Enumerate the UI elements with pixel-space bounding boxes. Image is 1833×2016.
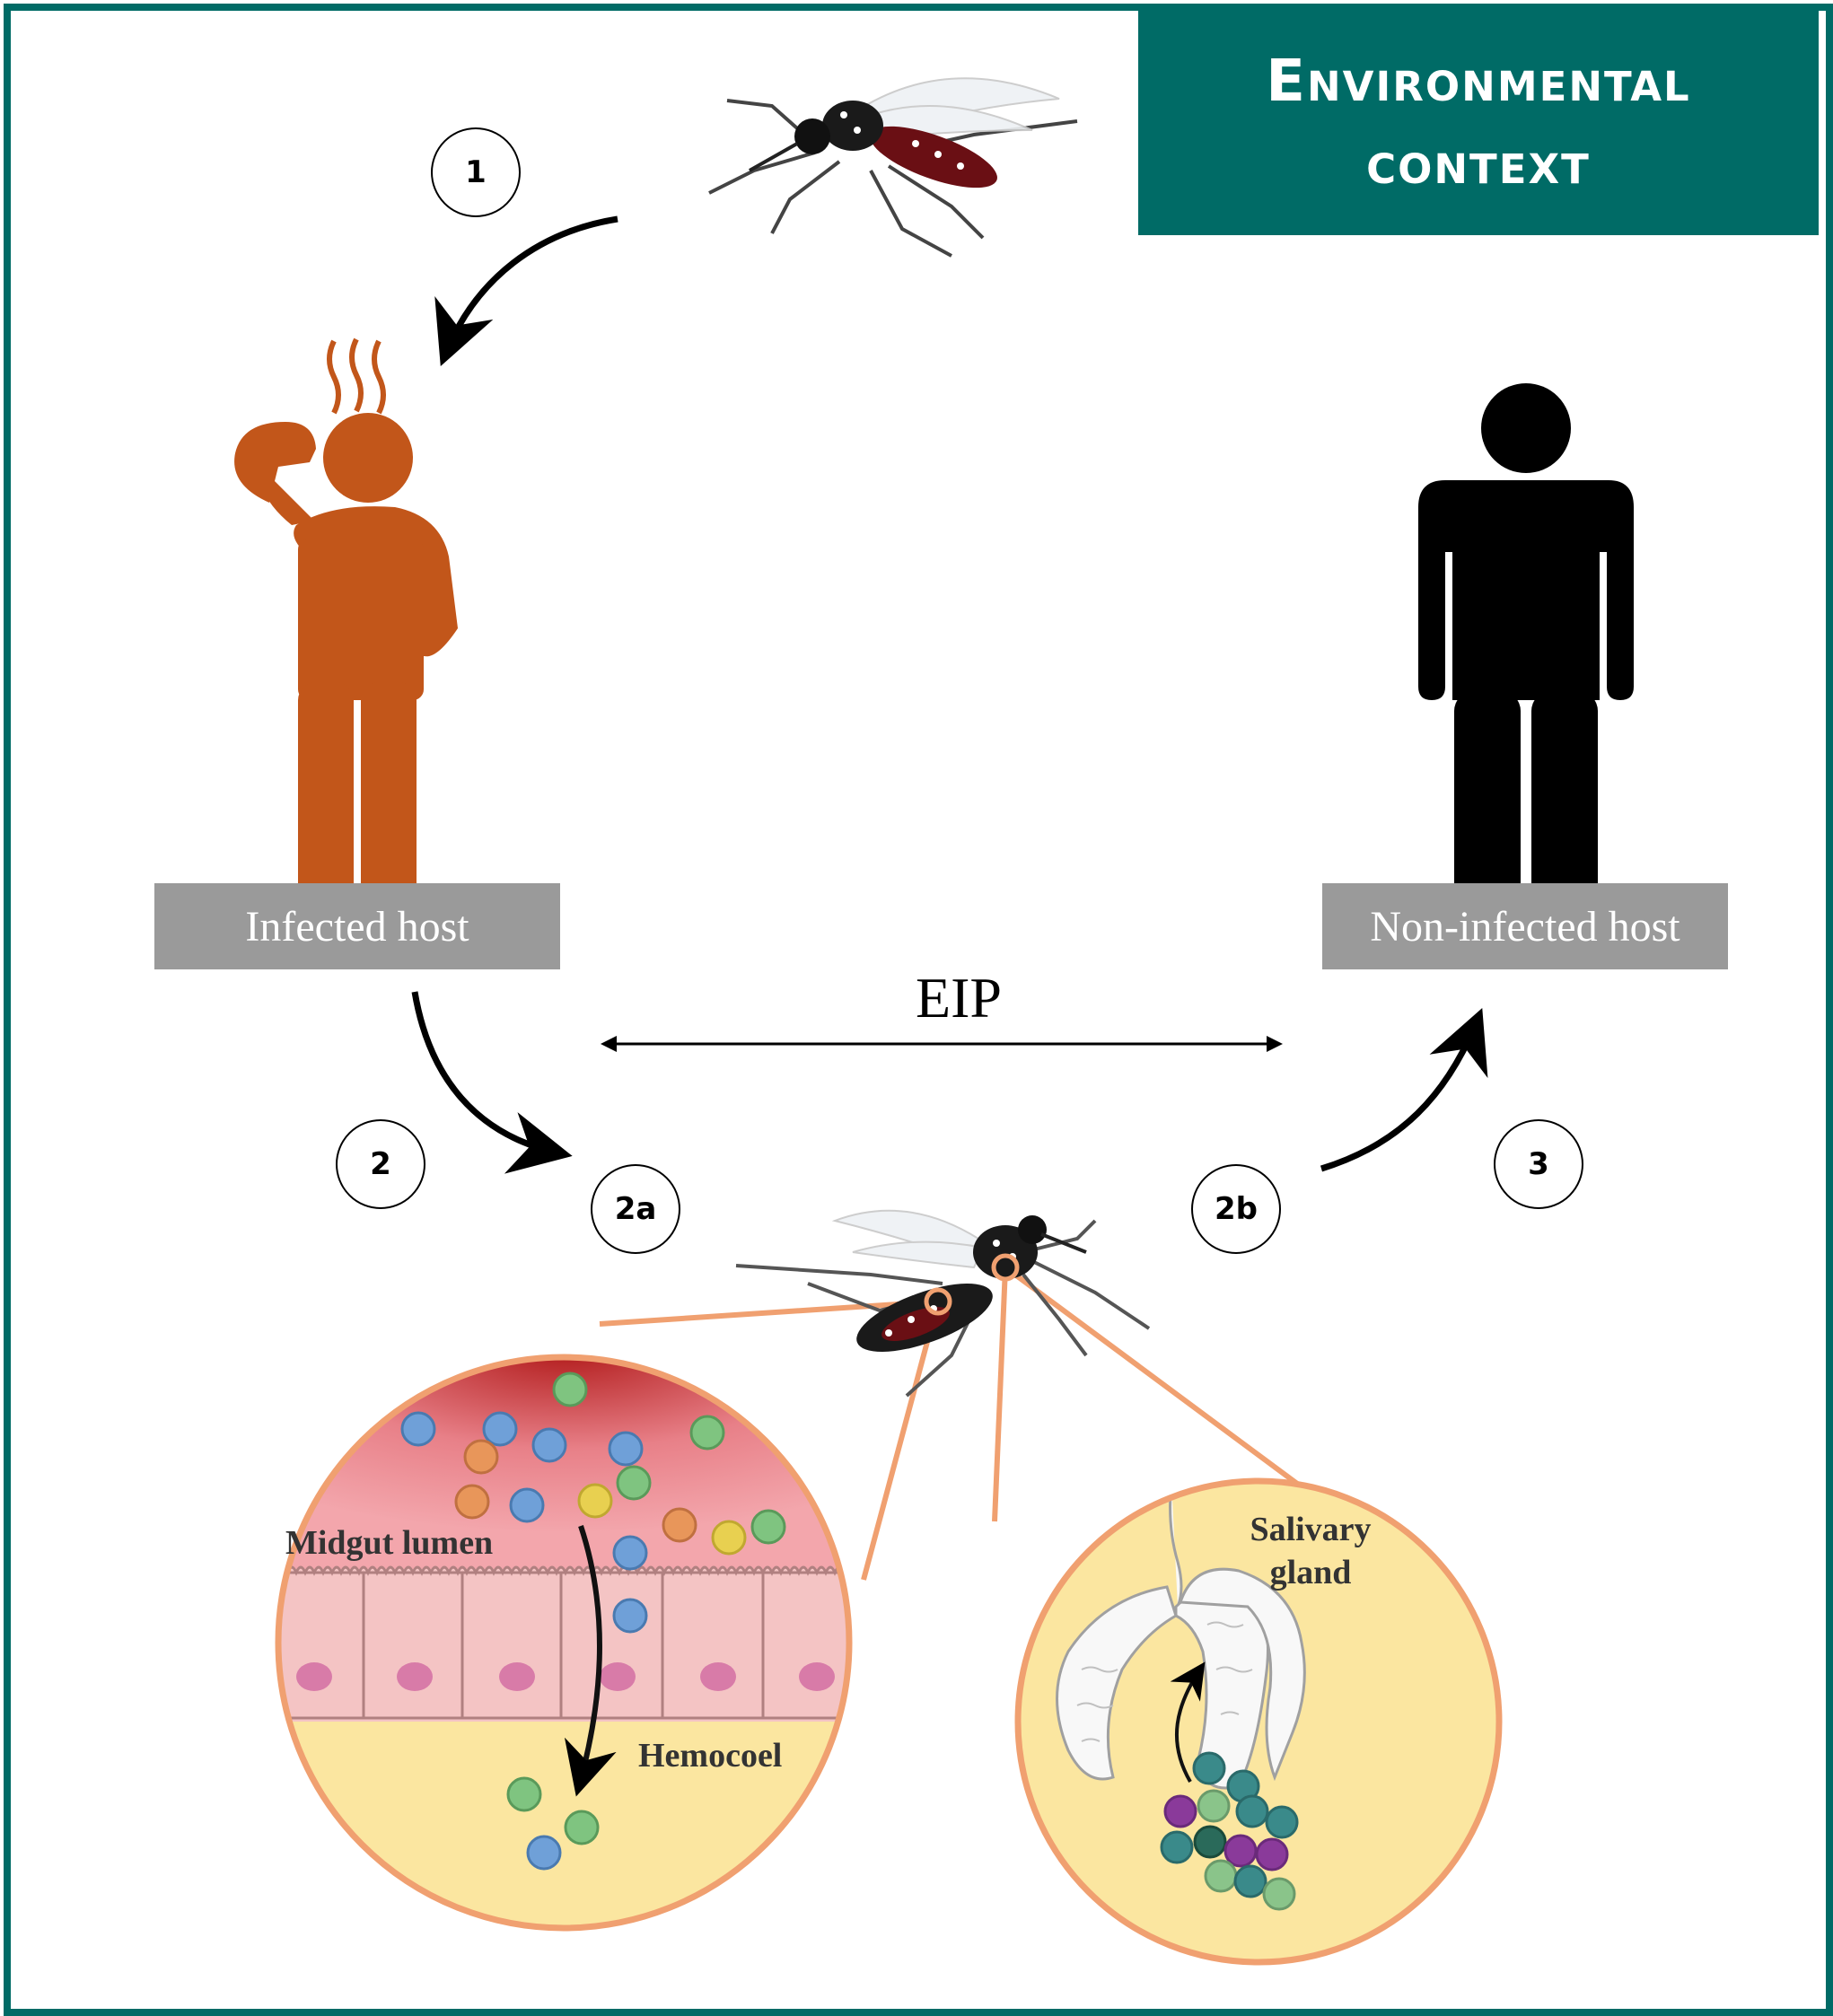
step-1-badge: 1 [431,127,521,217]
mosquito-top-icon [708,77,1078,258]
title-line-2: context [1366,131,1591,197]
arrow-step-3 [1320,1008,1488,1172]
step-2b-badge: 2b [1191,1164,1281,1254]
salivary-gland-label: Salivary gland [1239,1508,1382,1594]
step-2a-badge: 2a [591,1164,680,1254]
arrow-step-1 [434,215,618,366]
midgut-lumen-label: Midgut lumen [285,1524,494,1562]
step-2-badge: 2 [336,1119,425,1209]
salivary-gland-line-2: gland [1269,1554,1352,1591]
mosquito-bottom-icon [735,1209,1151,1398]
hemocoel-label: Hemocoel [638,1737,783,1775]
title-line-1: Environmental [1266,48,1691,115]
salivary-gland-zoom-circle [1014,1477,1503,1966]
environmental-context-title: Environmental context [1138,11,1819,235]
step-3-badge: 3 [1494,1119,1583,1209]
eip-label: EIP [916,966,1002,1030]
salivary-gland-line-1: Salivary [1250,1511,1372,1548]
midgut-zoom-circle [275,1354,853,1932]
non-infected-host-figure [1418,383,1634,916]
infected-host-figure [234,337,458,907]
infected-host-label: Infected host [154,883,560,969]
non-infected-host-label: Non-infected host [1322,883,1728,969]
arrow-step-2 [411,991,573,1174]
